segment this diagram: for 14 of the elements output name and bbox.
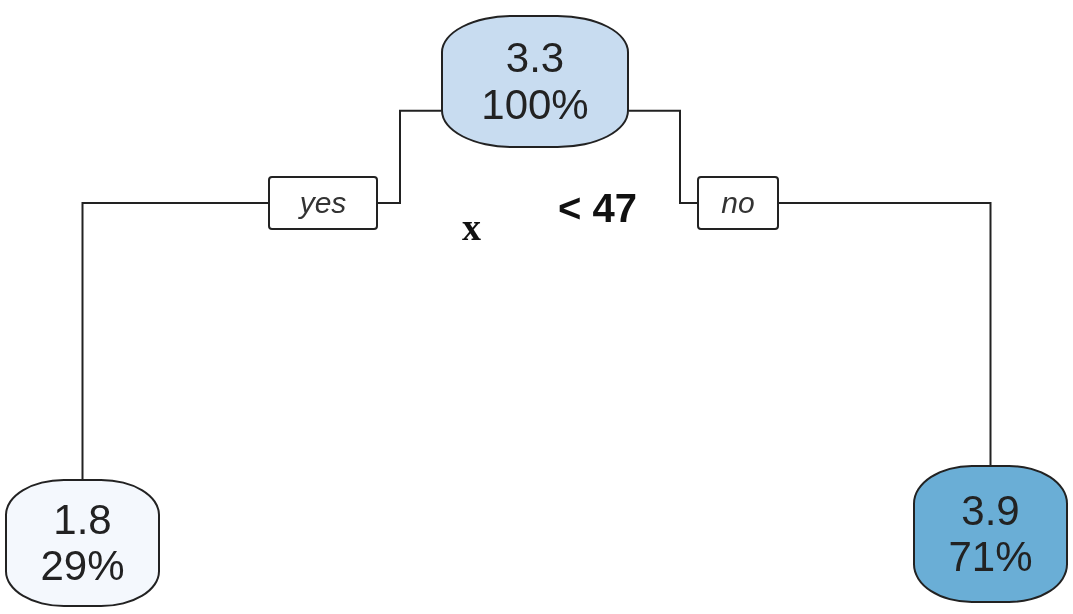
node-value: 3.9 [961, 487, 1020, 534]
node-value: 71% [948, 534, 1033, 581]
node-value: 1.8 [53, 496, 112, 543]
edge-label: yes [268, 176, 378, 230]
split-label: x [462, 208, 481, 246]
node-value: 3.3 [505, 35, 565, 82]
connector-line [628, 109, 992, 466]
node-value: 29% [40, 543, 125, 590]
node-value: 100% [481, 81, 589, 128]
split-label: < 47 [558, 188, 637, 228]
tree-node [441, 15, 629, 148]
tree-node [5, 479, 160, 607]
tree-node [913, 465, 1068, 603]
edge-label: no [697, 176, 779, 230]
